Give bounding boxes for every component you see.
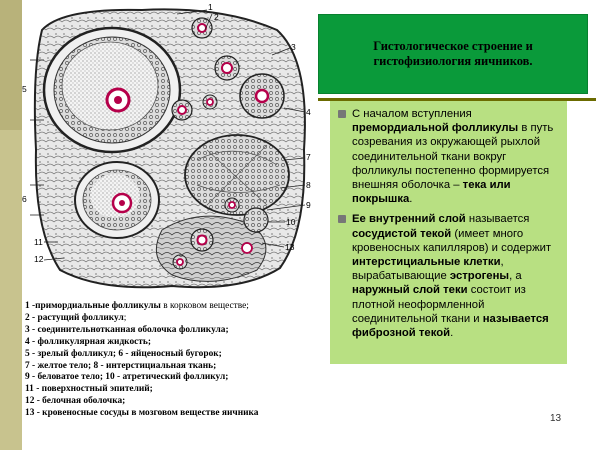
legend-item: 11 - поверхностный эпителий; (25, 384, 153, 395)
legend-item: 13 - кровеносные сосуды в мозговом вещес… (25, 408, 259, 419)
figure-label-11: 11 (34, 237, 43, 247)
legend-item: 1 -примордиальные фолликулы в корковом в… (25, 301, 249, 311)
ovary-histology-figure: 1 2 3 4 5 6 7 8 9 10 11 12 13 (22, 0, 312, 300)
slide-title: Гистологическое строение и гистофизиолог… (373, 39, 533, 68)
figure-label-4: 4 (306, 107, 311, 117)
left-decor-band-top (0, 0, 22, 130)
figure-label-1: 1 (208, 2, 213, 12)
paragraph-2: Ее внутренний слой называется сосудистой… (338, 212, 559, 340)
legend-item: 7 - желтое тело; 8 - интерстициальная тк… (25, 360, 217, 371)
legend-item: 5 - зрелый фолликул; 6 - яйценосный буго… (25, 348, 222, 359)
legend-item: 12 - белочная оболочка; (25, 396, 126, 407)
figure-label-2: 2 (214, 12, 219, 22)
figure-label-12: 12 (34, 254, 44, 264)
bullet-icon (338, 215, 346, 224)
figure-legend: 1 -примордиальные фолликулы в корковом в… (25, 301, 315, 420)
body-text-box: С началом вступления премордиальной фолл… (330, 101, 567, 364)
figure-label-8: 8 (306, 180, 311, 190)
legend-item: 4 - фолликулярная жидкость; (25, 336, 151, 347)
figure-label-5: 5 (22, 84, 27, 94)
bullet-icon (338, 110, 346, 118)
primordial-follicles (171, 17, 285, 270)
legend-item: 9 - беловатое тело; 10 - атретический фо… (25, 372, 229, 383)
figure-label-7: 7 (306, 152, 311, 162)
title-underline (318, 98, 596, 101)
title-box: Гистологическое строение и гистофизиолог… (318, 14, 588, 94)
figure-label-10: 10 (286, 217, 296, 227)
figure-label-6: 6 (22, 194, 27, 204)
figure-label-13: 13 (285, 242, 295, 252)
legend-item: 2 - растущий фолликул; (25, 312, 127, 323)
ovary-diagram: 1 2 3 4 5 6 7 8 9 10 11 12 13 (22, 2, 311, 289)
legend-item: 3 - соединительнотканная оболочка фоллик… (25, 324, 229, 335)
paragraph-1: С началом вступления премордиальной фолл… (338, 107, 559, 206)
page-number: 13 (550, 413, 562, 424)
figure-label-3: 3 (291, 42, 296, 52)
figure-label-9: 9 (306, 200, 311, 210)
